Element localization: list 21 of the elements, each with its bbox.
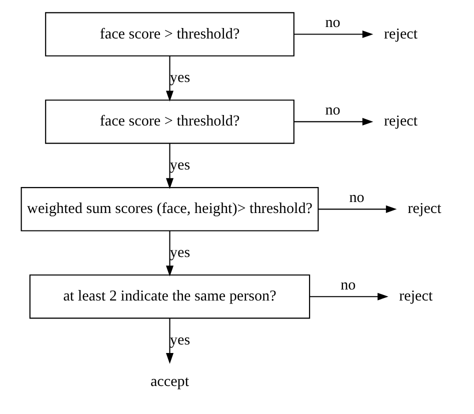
node-text: reject: [384, 26, 418, 42]
arrow: [165, 230, 174, 276]
node-box: weighted sum scores (face, height)> threshold?: [20, 187, 318, 232]
arrow: [318, 205, 396, 213]
node-text: reject: [384, 114, 418, 130]
edge-label: no: [324, 102, 340, 118]
node-text: reject: [407, 201, 441, 218]
node-text: accept: [150, 374, 189, 390]
arrow: [294, 30, 373, 38]
edge-label: no: [348, 190, 364, 206]
arrow: [294, 118, 373, 126]
node-box: face score > threshold?: [44, 100, 294, 144]
edge-label: no: [324, 14, 340, 31]
arrow: [309, 292, 388, 300]
node-box: at least 2 indicate the same person?: [28, 274, 310, 319]
edge-label: no: [340, 277, 356, 294]
node-box: face score > threshold?: [44, 12, 294, 56]
arrow: [165, 143, 174, 189]
arrow: [165, 56, 174, 102]
node-text: reject: [398, 288, 432, 305]
arrow: [165, 318, 174, 364]
